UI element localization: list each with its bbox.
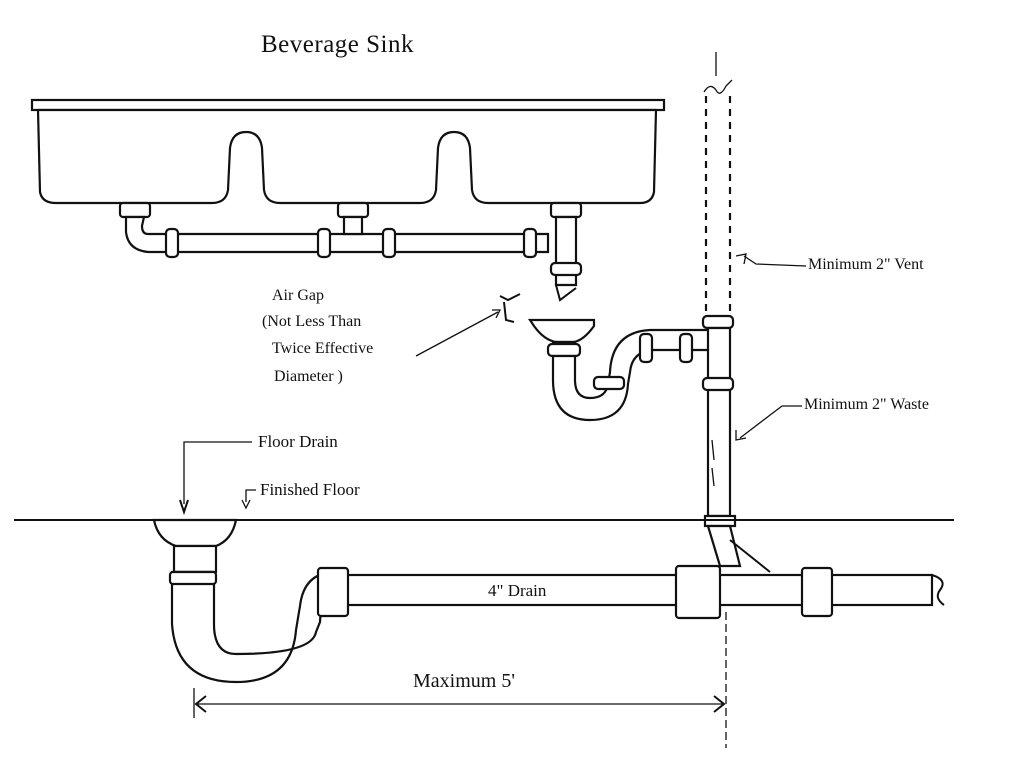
- coupling: [800, 566, 834, 618]
- dimension-max-5ft: [193, 612, 727, 748]
- coupling: [638, 332, 654, 364]
- floor-drain-body: [172, 544, 218, 574]
- branch-drop-2: [342, 215, 364, 236]
- finished-floor-leader: [245, 489, 256, 502]
- wye-fitting: [674, 564, 722, 620]
- floor-drain-bowl: [152, 518, 238, 548]
- coupling: [546, 342, 582, 358]
- coupling: [592, 375, 626, 391]
- air-gap-label-line1: Air Gap: [272, 287, 324, 304]
- coupling: [549, 261, 583, 277]
- waste-label: Minimum 2" Waste: [804, 396, 929, 413]
- finished-floor-label: Finished Floor: [260, 480, 360, 499]
- floor-drain-leader: [183, 441, 252, 504]
- callout-arrows: [179, 441, 256, 516]
- tailpiece-cut-end: [555, 284, 577, 302]
- drain-size-label: 4" Drain: [488, 581, 547, 600]
- vent-top-break: [703, 79, 733, 94]
- floor-drain-trap: [170, 570, 342, 684]
- max-distance-label: Maximum 5': [413, 670, 515, 692]
- strainer-1: [118, 201, 152, 219]
- coupling: [164, 227, 180, 259]
- floor-drain-assembly: [152, 518, 945, 684]
- vent-label: Minimum 2" Vent: [808, 256, 924, 273]
- waste-stack: [706, 326, 732, 518]
- coupling: [701, 376, 735, 392]
- coupling: [701, 314, 735, 330]
- coupling: [381, 227, 397, 259]
- sink-rim: [30, 98, 666, 112]
- waste-leader: [739, 405, 802, 439]
- drain-pipe-4in: [338, 573, 934, 607]
- receptor-funnel: [527, 318, 596, 344]
- coupling: [316, 227, 332, 259]
- drain-broken-end: [931, 574, 945, 606]
- air-gap-label-line3: Twice Effective: [272, 340, 374, 357]
- horizontal-waste-pipe: [124, 215, 550, 254]
- sink-waste-piping: [118, 201, 583, 302]
- sink-basin: [30, 98, 666, 205]
- air-gap-label-line2: (Not Less Than: [262, 313, 362, 330]
- coupling: [522, 227, 538, 259]
- diagram-title: Beverage Sink: [261, 31, 414, 58]
- vent-and-waste-stack: [701, 52, 807, 528]
- coupling: [316, 566, 350, 618]
- coupling: [678, 332, 694, 364]
- vent-leader: [743, 255, 807, 267]
- air-gap-label-line4: Diameter ): [274, 368, 343, 385]
- wye-branch: [706, 524, 742, 568]
- sink-body: [36, 108, 658, 205]
- strainer-2: [336, 201, 370, 219]
- air-gap-leader: [415, 311, 499, 357]
- floor-drain-label: Floor Drain: [258, 432, 338, 451]
- coupling: [168, 570, 218, 586]
- air-gap-marker: [415, 293, 521, 357]
- strainer-3: [549, 201, 583, 219]
- receptor-and-trap: [527, 318, 720, 422]
